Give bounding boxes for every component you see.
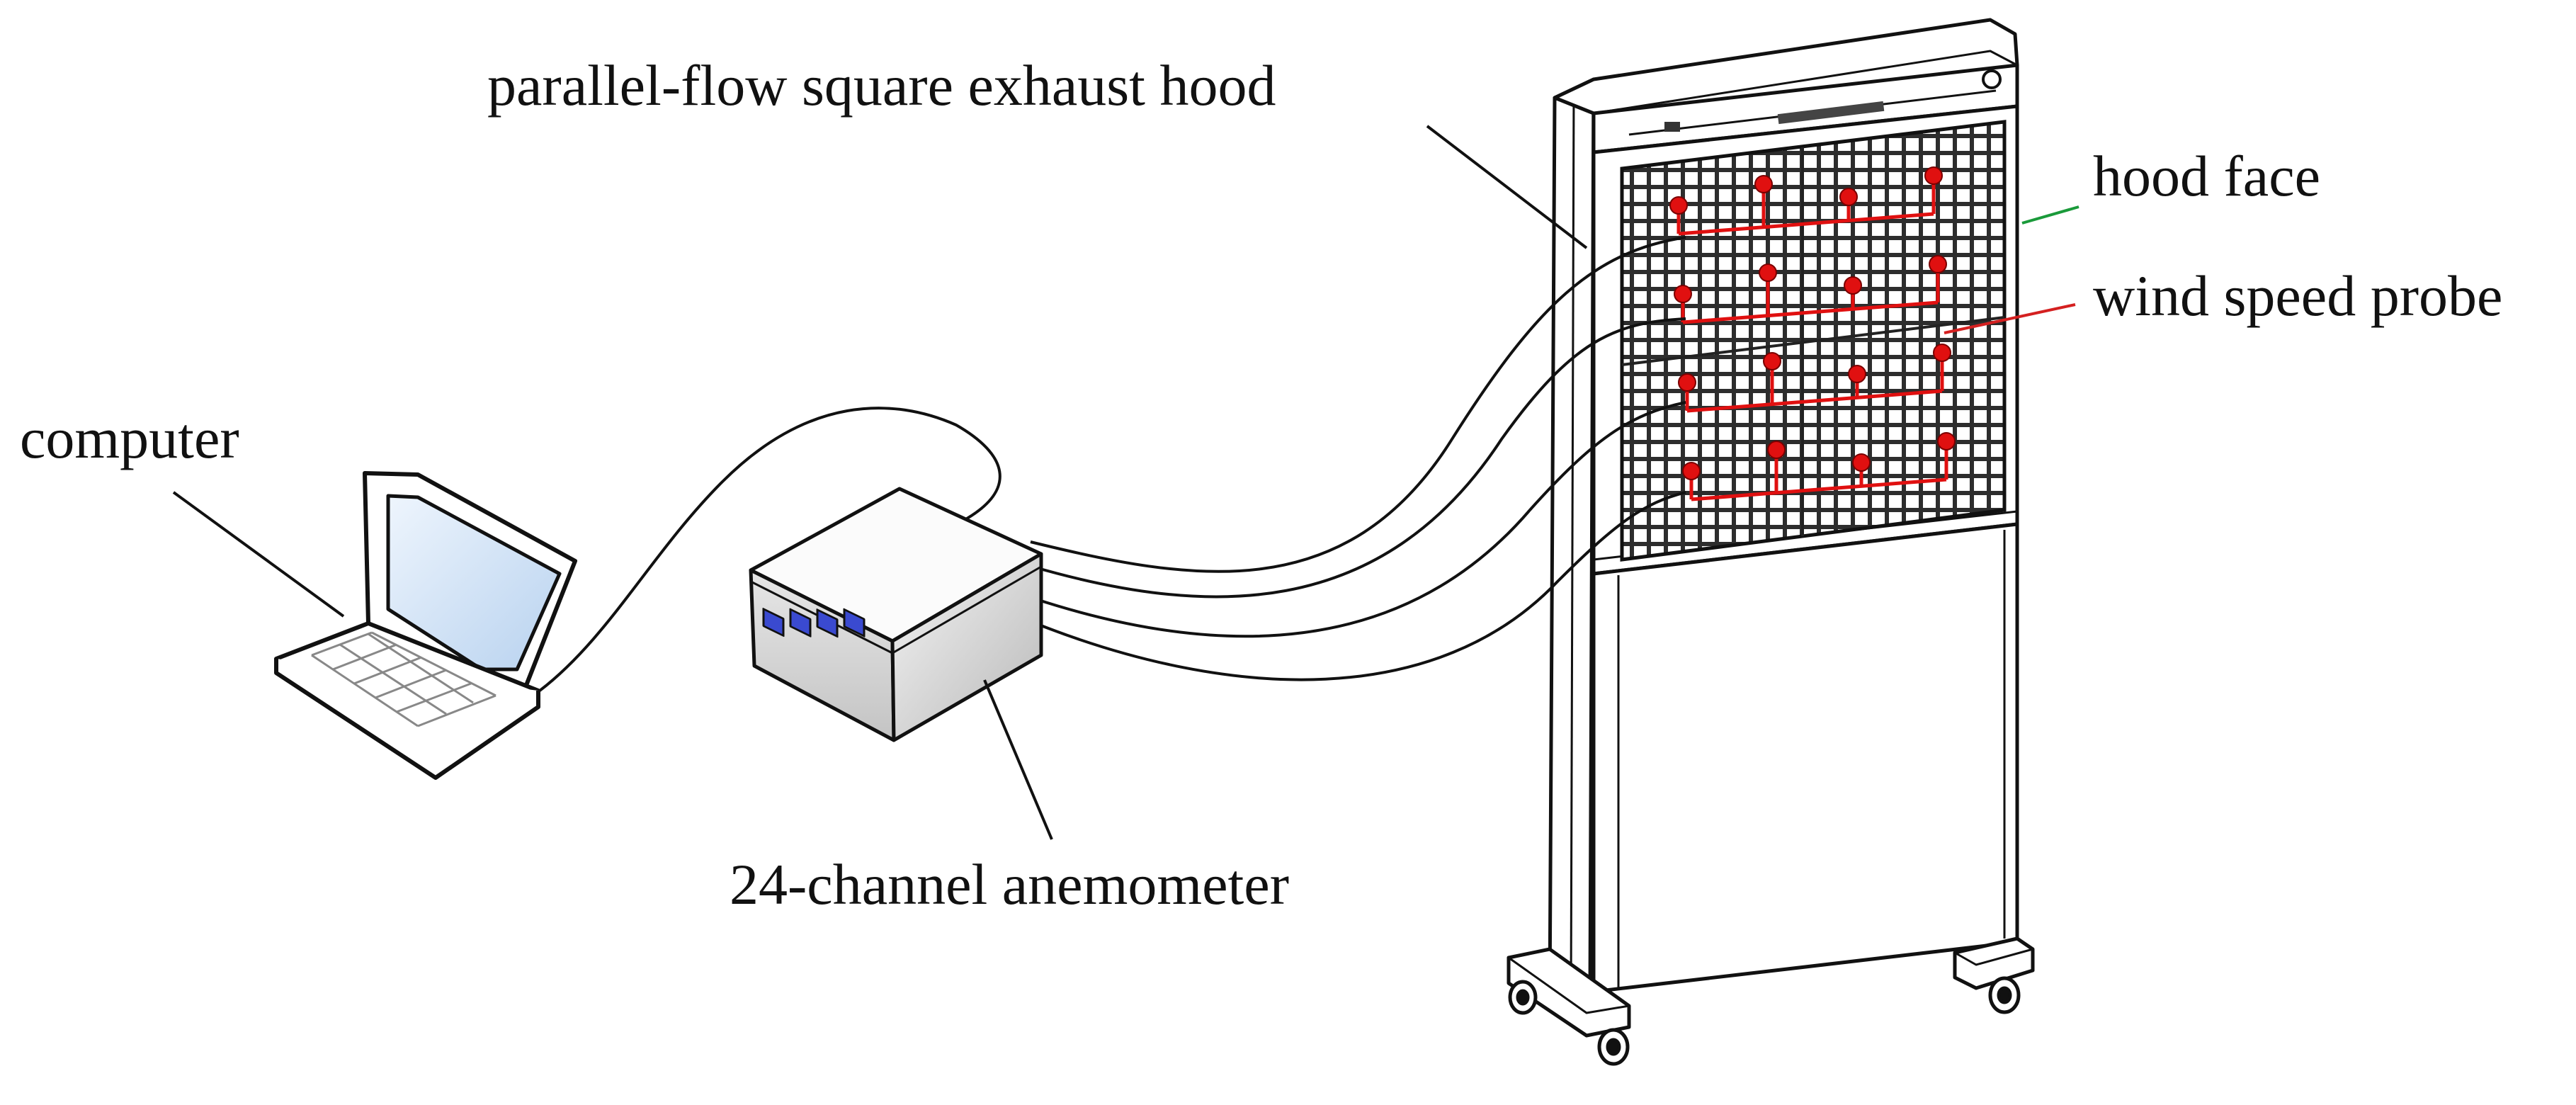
wind-speed-probe — [1933, 344, 1951, 362]
wind-speed-probe-array — [1669, 166, 1956, 502]
label-computer: computer — [20, 406, 239, 470]
wind-speed-probe — [1924, 166, 1943, 185]
laptop-computer — [274, 471, 577, 780]
hood-top-button — [1982, 69, 2002, 89]
probe-cables — [538, 236, 1686, 692]
leader-probe — [1944, 303, 2076, 334]
left-caster — [1507, 947, 1631, 1066]
wind-speed-probe — [1678, 373, 1696, 392]
probe-cable-3 — [1033, 401, 1686, 638]
probe-cable-1 — [1030, 236, 1686, 573]
leader-hood-face — [2021, 205, 2079, 225]
wind-speed-probe — [1763, 352, 1781, 370]
label-anemometer: 24-channel anemometer — [730, 852, 1289, 917]
wind-speed-probe — [1848, 365, 1866, 383]
probe-harness-row — [1682, 300, 1939, 324]
leader-hood — [1426, 125, 1588, 249]
anemometer-side — [890, 552, 1043, 742]
wind-speed-probe — [1839, 188, 1858, 206]
wind-speed-probe — [1937, 432, 1956, 450]
wind-speed-probe — [1669, 196, 1688, 215]
wind-speed-probe — [1844, 276, 1862, 295]
anemometer-display — [762, 608, 866, 638]
label-hood-face: hood face — [2093, 144, 2320, 208]
probe-harness-row — [1678, 212, 1934, 236]
wind-speed-probe — [1929, 255, 1947, 273]
hood-top-slot — [1664, 122, 1680, 132]
leader-computer — [172, 491, 345, 618]
wind-speed-probe — [1852, 453, 1871, 472]
probe-harness-row — [1686, 389, 1943, 413]
probe-cable-2 — [1032, 317, 1686, 599]
wind-speed-probe — [1767, 441, 1786, 459]
wind-speed-probe — [1754, 175, 1773, 193]
probe-harness-row — [1691, 477, 1947, 502]
right-caster — [1953, 936, 2035, 1014]
wind-speed-probe — [1674, 285, 1692, 303]
leader-anemometer — [983, 679, 1053, 840]
wind-speed-probe — [1759, 264, 1777, 282]
anemometer-box — [749, 487, 1043, 742]
computer-cable — [538, 407, 1002, 692]
leader-lines — [172, 125, 2079, 840]
probe-cable-4 — [1035, 491, 1686, 681]
wind-speed-probe — [1682, 462, 1701, 480]
hood-lower-body — [1591, 522, 2019, 994]
laptop-keyboard — [311, 631, 497, 727]
label-wind-speed-probe: wind speed probe — [2093, 264, 2502, 328]
label-exhaust-hood: parallel-flow square exhaust hood — [487, 53, 1276, 118]
laptop-screen — [386, 494, 562, 672]
